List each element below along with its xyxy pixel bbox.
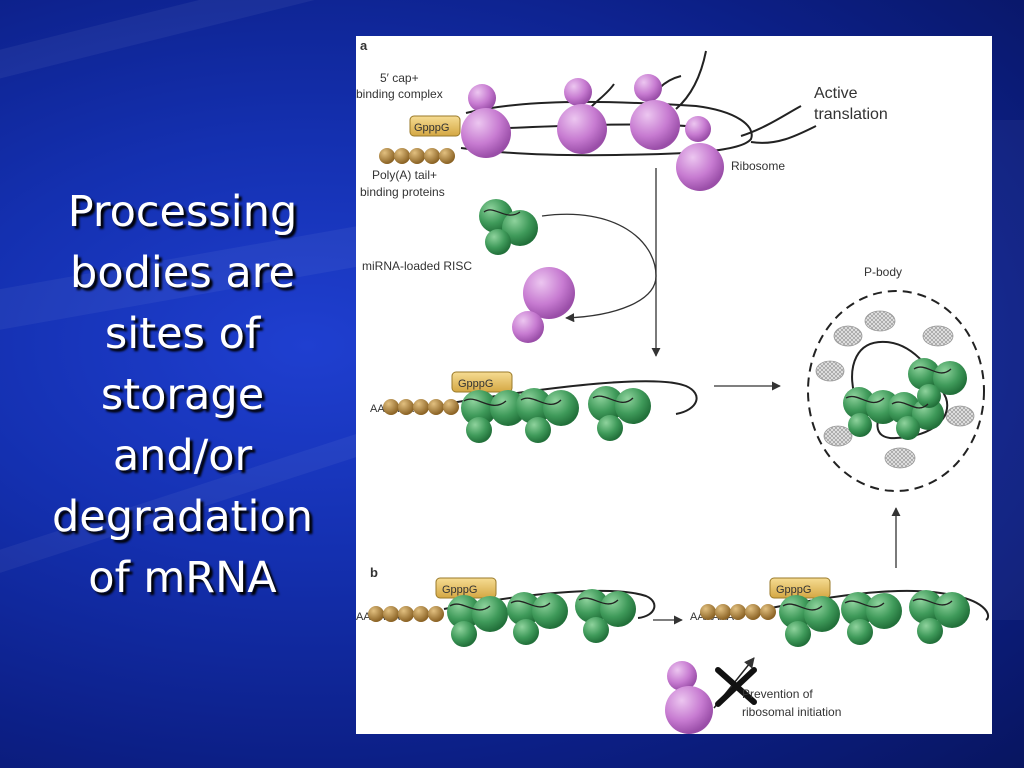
- polya-tail: [383, 399, 459, 415]
- pbody-granule: [823, 425, 853, 447]
- title-line: Processing: [67, 187, 298, 237]
- pbody-label: P-body: [864, 265, 902, 279]
- ribosome: [557, 78, 607, 154]
- risc-complex: [479, 199, 538, 255]
- polya-bead: [413, 399, 429, 415]
- polya-tail: [379, 148, 455, 164]
- title-line: storage: [100, 370, 265, 420]
- pbody-granule: [815, 360, 845, 382]
- risc-complex: [516, 388, 579, 443]
- risc-complex: [461, 390, 526, 443]
- mrna-strand: [851, 340, 949, 440]
- polya-bead: [383, 399, 399, 415]
- polya-bead: [730, 604, 746, 620]
- polya-bead: [394, 148, 410, 164]
- polya-bead: [398, 606, 414, 622]
- flow-arrow: [541, 213, 657, 323]
- mrna-strand: [740, 105, 817, 144]
- ribosome: [665, 661, 713, 734]
- risc-complex: [843, 358, 967, 440]
- polya-bead: [413, 606, 429, 622]
- figure-panel: a 5′ cap+ binding complex Poly(A) tail+ …: [356, 36, 992, 734]
- risc-complex: [447, 595, 508, 647]
- polya-label: Poly(A) tail+ binding proteins: [360, 168, 445, 199]
- pbody-granule: [945, 405, 975, 427]
- risc-complex: [507, 592, 568, 645]
- cap-text: GpppG: [442, 584, 477, 596]
- pbody-granule: [884, 447, 916, 469]
- polya-bead: [368, 606, 384, 622]
- title-line: sites of: [104, 309, 261, 359]
- cap-text: GpppG: [776, 584, 811, 596]
- ribosome: [461, 84, 511, 158]
- pbody-granule: [833, 325, 863, 347]
- active-translation-label: Active translation: [814, 85, 888, 123]
- risc-complex: [588, 386, 651, 441]
- cap-complex-label: 5′ cap+ binding complex: [356, 71, 443, 101]
- polya-bead: [383, 606, 399, 622]
- polya-bead: [745, 604, 761, 620]
- pbody-boundary: [807, 290, 985, 492]
- polya-bead: [428, 606, 444, 622]
- polya-bead: [428, 399, 444, 415]
- risc-complex: [841, 592, 902, 645]
- pbody-diagram: a 5′ cap+ binding complex Poly(A) tail+ …: [356, 38, 990, 734]
- ribosome-label: Ribosome: [731, 159, 785, 173]
- polya-bead: [700, 604, 716, 620]
- panel-b-label: b: [370, 565, 378, 580]
- cap-text: GpppG: [414, 122, 449, 134]
- polya-bead: [379, 148, 395, 164]
- polya-tail: [368, 606, 444, 622]
- pbody-granules: [815, 310, 975, 469]
- polya-bead: [398, 399, 414, 415]
- title-line: bodies are: [70, 248, 295, 298]
- risc-label: miRNA-loaded RISC: [362, 259, 472, 273]
- mrna-strand: [450, 380, 698, 415]
- polya-bead: [715, 604, 731, 620]
- risc-complex: [909, 590, 970, 644]
- polya-bead: [760, 604, 776, 620]
- cap-structure: [409, 115, 461, 137]
- ribosome: [630, 74, 680, 150]
- mrna-strand: [443, 589, 656, 619]
- polya-bead: [439, 148, 455, 164]
- pbody-granule: [864, 310, 896, 332]
- title-line: degradation: [51, 492, 314, 542]
- risc-complex: [779, 595, 840, 647]
- title-line: of mRNA: [88, 553, 277, 603]
- prevention-label: Prevention of ribosomal initiation: [742, 687, 841, 719]
- polya-bead: [443, 399, 459, 415]
- pbody-granule: [922, 325, 954, 347]
- risc-complex: [575, 589, 636, 643]
- polya-bead: [424, 148, 440, 164]
- ribosome: [512, 267, 575, 343]
- cap-text: GpppG: [458, 378, 493, 390]
- polya-bead: [409, 148, 425, 164]
- ribosome: [676, 116, 724, 191]
- title-line: and/or: [112, 431, 253, 481]
- slide-title: Processing bodies are sites of storage a…: [20, 182, 345, 609]
- panel-a-label: a: [360, 38, 368, 53]
- polya-tail: [700, 604, 776, 620]
- cross-icon: [715, 667, 757, 707]
- background-streak: [990, 120, 1024, 620]
